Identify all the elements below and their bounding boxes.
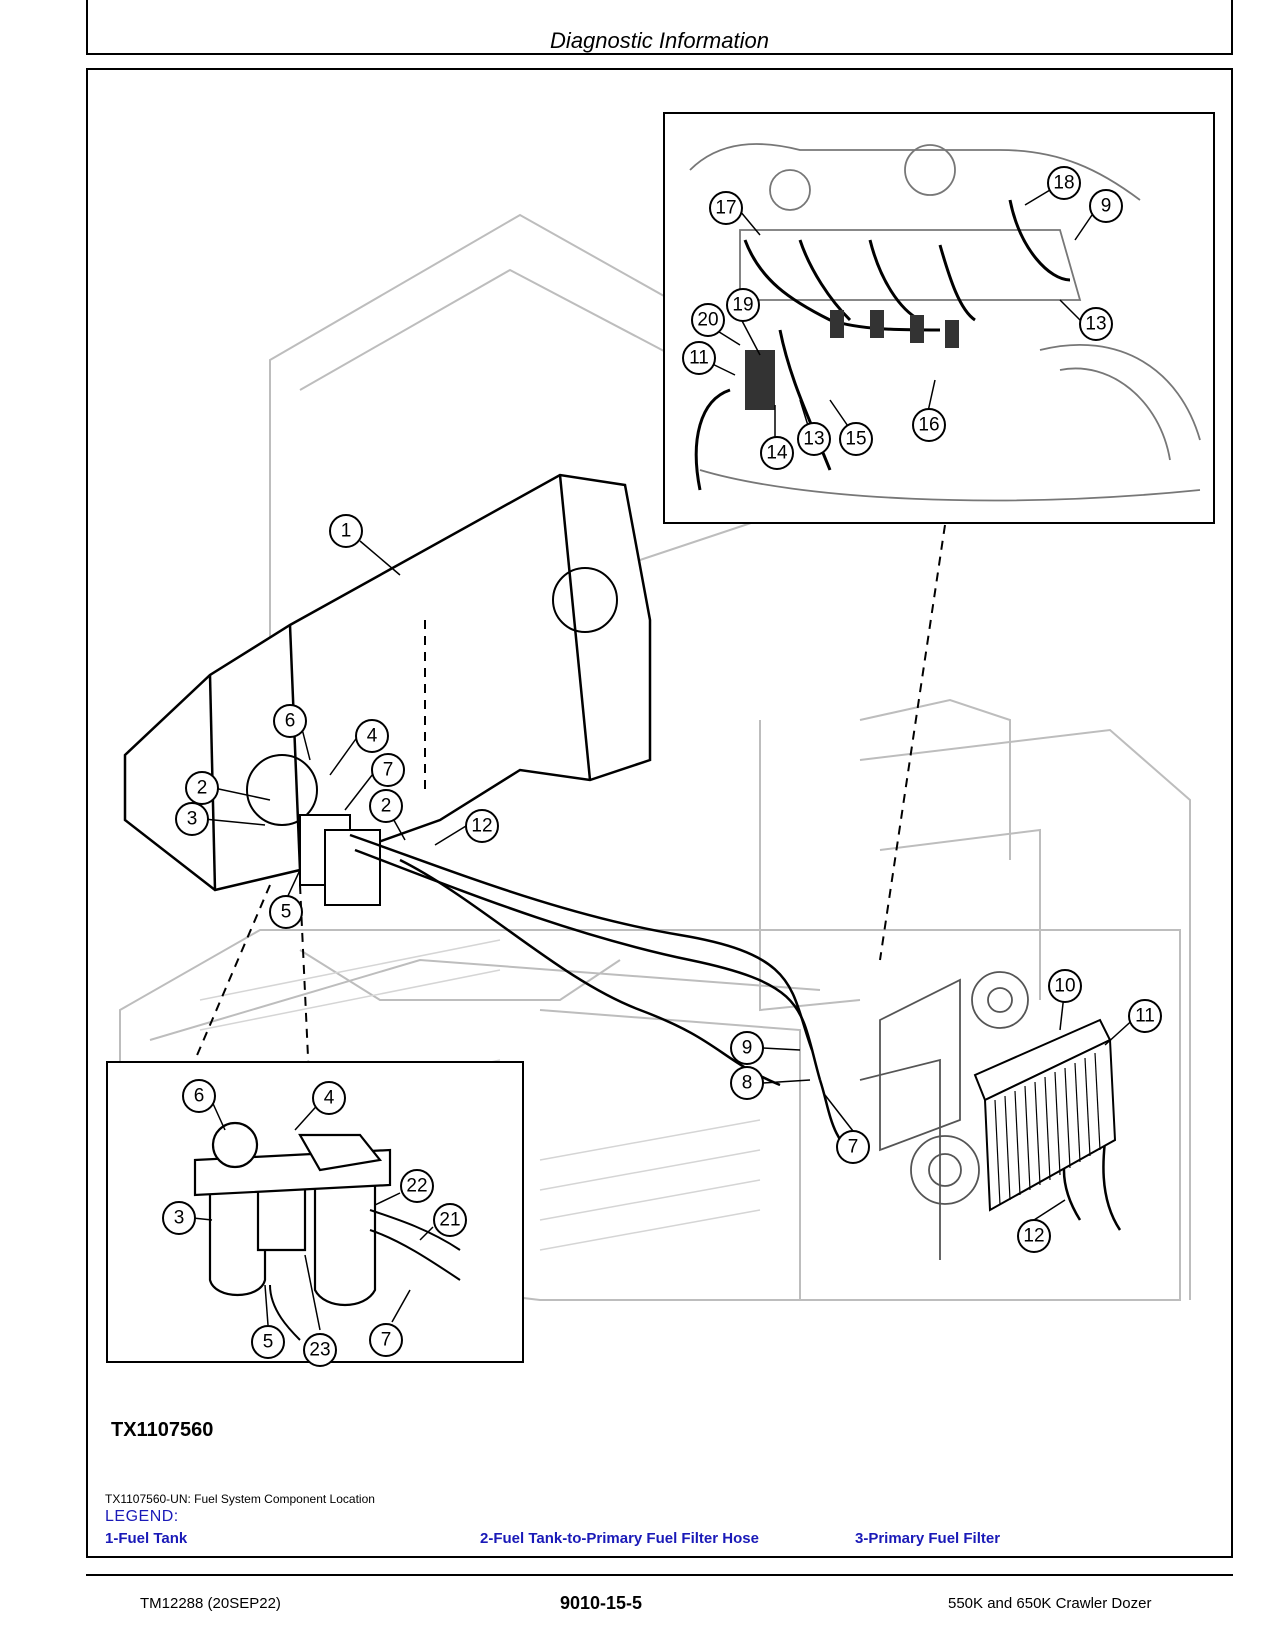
callout: 23	[303, 1333, 337, 1367]
figure-frame	[86, 68, 1233, 1558]
callout-label: 2	[197, 778, 208, 799]
callout: 6	[273, 704, 307, 738]
callout-label: 7	[383, 760, 394, 781]
callout-label: 14	[766, 443, 788, 464]
legend-item-primary-fuel-filter[interactable]: 3-Primary Fuel Filter	[855, 1530, 1001, 1547]
callout: 5	[269, 895, 303, 929]
callout: 5	[251, 1325, 285, 1359]
page-header-title: Diagnostic Information	[550, 28, 769, 53]
callout: 3	[175, 802, 209, 836]
callout-label: 7	[381, 1330, 392, 1351]
callout: 3	[162, 1201, 196, 1235]
callout-label: 23	[309, 1340, 330, 1361]
callout-label: 19	[732, 295, 753, 316]
callout-label: 6	[194, 1086, 205, 1107]
callout-label: 17	[715, 198, 736, 219]
callout-label: 18	[1053, 173, 1074, 194]
legend-title: LEGEND:	[105, 1508, 179, 1525]
figure-caption: TX1107560-UN: Fuel System Component Loca…	[105, 1492, 375, 1506]
footer-page-number: 9010-15-5	[560, 1593, 643, 1613]
callout-label: 20	[697, 310, 718, 331]
callout: 10	[1048, 969, 1082, 1003]
callout-label: 5	[281, 902, 292, 923]
footer-divider	[86, 1574, 1233, 1576]
callout-label: 9	[742, 1038, 753, 1059]
callout-label: 13	[803, 429, 824, 450]
callout-label: 21	[439, 1210, 460, 1231]
legend-item-fuel-tank-hose[interactable]: 2-Fuel Tank-to-Primary Fuel Filter Hose	[480, 1530, 759, 1547]
callout-label: 5	[263, 1332, 274, 1353]
callout: 2	[185, 771, 219, 805]
callout: 7	[369, 1323, 403, 1357]
callout-label: 7	[848, 1137, 859, 1158]
callout-label: 3	[187, 809, 198, 830]
footer-doc-id: TM12288 (20SEP22)	[140, 1595, 281, 1612]
callout: 22	[400, 1169, 434, 1203]
callout: 7	[836, 1130, 870, 1164]
callout: 11	[1128, 999, 1162, 1033]
callout-label: 8	[742, 1073, 753, 1094]
callout-label: 16	[918, 415, 939, 436]
callout-label: 6	[285, 711, 296, 732]
engine-detail-inset	[663, 112, 1215, 524]
callout: 15	[839, 422, 873, 456]
callout-label: 15	[845, 429, 866, 450]
callout-label: 13	[1085, 314, 1106, 335]
callout-label: 4	[367, 726, 378, 747]
callout: 9	[1089, 189, 1123, 223]
callout-label: 12	[471, 816, 492, 837]
callout: 1	[329, 514, 363, 548]
callout: 20	[691, 303, 725, 337]
callout: 21	[433, 1203, 467, 1237]
callout: 12	[465, 809, 499, 843]
callout: 16	[912, 408, 946, 442]
callout: 4	[312, 1081, 346, 1115]
callout: 19	[726, 288, 760, 322]
callout-label: 1	[341, 521, 352, 542]
callout-label: 11	[689, 348, 709, 369]
callout: 7	[371, 753, 405, 787]
legend-item-fuel-tank[interactable]: 1-Fuel Tank	[105, 1530, 188, 1547]
callout-label: 3	[174, 1208, 185, 1229]
callout: 6	[182, 1079, 216, 1113]
fuel-tank	[123, 473, 652, 892]
callout: 18	[1047, 166, 1081, 200]
callout: 13	[1079, 307, 1113, 341]
callout-label: 22	[406, 1176, 427, 1197]
callout: 2	[369, 789, 403, 823]
callout-label: 4	[324, 1088, 335, 1109]
callout: 17	[709, 191, 743, 225]
callout-label: 2	[381, 796, 392, 817]
callout: 11	[682, 341, 716, 375]
callout: 8	[730, 1066, 764, 1100]
callout: 12	[1017, 1219, 1051, 1253]
header-box: Diagnostic Information	[86, 0, 1233, 55]
callout: 9	[730, 1031, 764, 1065]
callout-label: 12	[1023, 1226, 1044, 1247]
footer-model: 550K and 650K Crawler Dozer	[948, 1595, 1152, 1612]
callout-label: 11	[1135, 1006, 1155, 1027]
callout: 13	[797, 422, 831, 456]
cooler	[973, 1018, 1117, 1212]
callout: 14	[760, 436, 794, 470]
callout-label: 10	[1054, 976, 1075, 997]
callout: 4	[355, 719, 389, 753]
figure-id: TX1107560	[111, 1419, 214, 1441]
callout-label: 9	[1101, 196, 1112, 217]
